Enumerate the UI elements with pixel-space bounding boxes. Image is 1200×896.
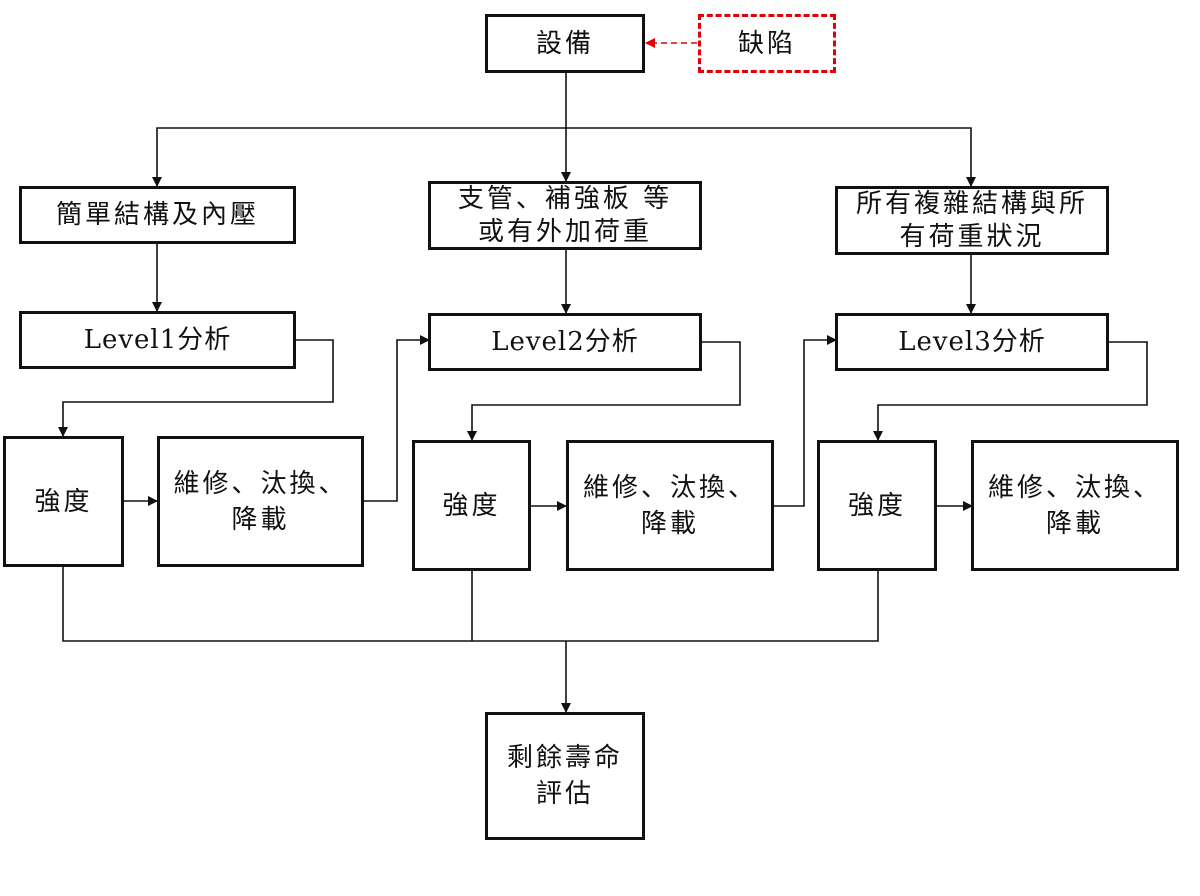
remaining-life-box: 剩餘壽命 評估 (485, 712, 645, 840)
strength3-label: 強度 (847, 490, 906, 521)
level3-to-strength3 (873, 341, 1148, 441)
level2-label: Level2分析 (491, 327, 639, 357)
action1-label: 維修、汰換、 降載 (173, 468, 348, 535)
action1-box: 維修、汰換、 降載 (157, 436, 364, 567)
equipment-box: 設備 (485, 14, 645, 73)
level3-label: Level3分析 (898, 327, 1046, 357)
strength1-label: 強度 (34, 486, 93, 517)
simple-structure-label: 簡單結構及內壓 (55, 200, 259, 230)
branch-structure-label: 支管、補強板 等 或有外加荷重 (457, 183, 673, 247)
defect-label: 缺陷 (737, 28, 796, 59)
level3-box: Level3分析 (835, 313, 1109, 371)
strength3-box: 強度 (817, 440, 937, 571)
branch-to-simple (152, 127, 566, 187)
strength1-to-bus (62, 566, 879, 642)
level2-to-strength2 (467, 341, 741, 441)
branch-to-complex (566, 127, 976, 187)
remaining-life-label: 剩餘壽命 評估 (506, 743, 623, 809)
strength1-box: 強度 (3, 436, 124, 567)
action3-box: 維修、汰換、 降載 (971, 440, 1179, 571)
complex-structure-label: 所有複雜結構與所 有荷重狀況 (855, 188, 1088, 252)
complex-structure-box: 所有複雜結構與所 有荷重狀況 (835, 186, 1109, 255)
action2-box: 維修、汰換、 降載 (566, 440, 774, 571)
strength2-box: 強度 (412, 440, 531, 571)
level1-label: Level1分析 (83, 325, 232, 355)
action1-to-level2 (363, 335, 430, 502)
action2-to-level3 (773, 335, 837, 507)
simple-structure-box: 簡單結構及內壓 (19, 186, 296, 244)
action3-label: 維修、汰換、 降載 (987, 472, 1162, 539)
action2-label: 維修、汰換、 降載 (582, 472, 757, 539)
branch-structure-box: 支管、補強板 等 或有外加荷重 (428, 181, 702, 250)
level1-to-strength1 (58, 339, 334, 437)
level2-box: Level2分析 (428, 313, 702, 371)
equipment-label: 設備 (535, 28, 594, 59)
defect-box: 缺陷 (698, 14, 836, 73)
level1-box: Level1分析 (19, 311, 296, 369)
strength2-label: 強度 (442, 490, 501, 521)
